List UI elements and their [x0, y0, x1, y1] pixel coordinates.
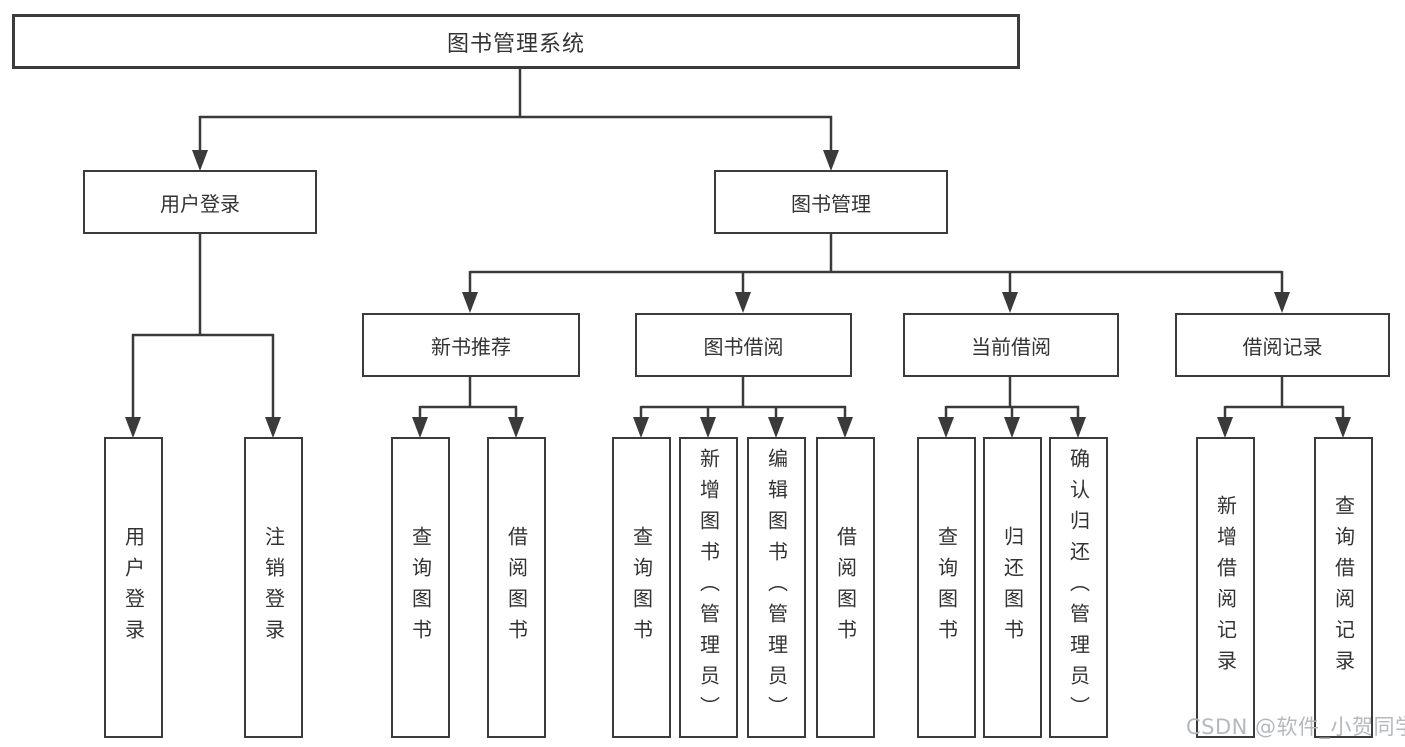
- connector-login-to-leaves: [131, 234, 275, 419]
- node-book-management: 图书管理: [714, 170, 948, 234]
- leaf-edit-books-admin: 编辑图书（管理员）: [747, 437, 806, 738]
- leaf-query-books: 查询图书: [391, 437, 450, 738]
- arrowhead: [633, 417, 649, 438]
- arrowhead: [265, 417, 281, 438]
- connector-record-to-leaves: [1223, 377, 1345, 419]
- leaf-query-books: 查询图书: [612, 437, 671, 738]
- connector-current-to-leaves: [944, 377, 1080, 419]
- node-label: 图书管理系统: [446, 31, 585, 57]
- node-label: 借阅图书: [833, 525, 858, 650]
- node-current-borrowing: 当前借阅: [903, 313, 1119, 377]
- arrowhead: [1274, 292, 1290, 313]
- leaf-add-borrow-record: 新增借阅记录: [1196, 437, 1255, 738]
- arrowhead: [700, 417, 716, 438]
- arrowhead: [837, 417, 853, 438]
- arrowhead: [1335, 417, 1351, 438]
- arrowhead: [768, 417, 784, 438]
- node-label: 借阅记录: [1242, 334, 1323, 359]
- arrowhead: [938, 417, 954, 438]
- node-label: 图书借阅: [703, 334, 784, 359]
- arrowhead: [125, 417, 141, 438]
- node-borrowing-records: 借阅记录: [1175, 313, 1390, 377]
- node-book-borrowing: 图书借阅: [635, 313, 852, 377]
- arrowhead: [735, 292, 751, 313]
- node-label: 图书管理: [791, 191, 871, 216]
- leaf-borrow-books: 借阅图书: [487, 437, 546, 738]
- node-label: 借阅图书: [504, 525, 529, 650]
- node-label: 新书推荐: [431, 334, 511, 359]
- node-label: 注销登录: [261, 525, 286, 650]
- arrowhead: [1070, 417, 1086, 438]
- node-label: 新增图书（管理员）: [696, 448, 721, 727]
- arrowhead: [1217, 417, 1233, 438]
- node-label: 当前借阅: [971, 334, 1051, 359]
- node-label: 编辑图书（管理员）: [764, 448, 789, 727]
- node-label: 用户登录: [160, 191, 240, 216]
- arrowhead: [412, 417, 428, 438]
- node-label: 归还图书: [1000, 525, 1025, 650]
- node-label: 确认归还（管理员）: [1066, 448, 1091, 727]
- arrowhead: [1002, 292, 1018, 313]
- node-new-book-recommend: 新书推荐: [362, 313, 580, 377]
- leaf-add-books-admin: 新增图书（管理员）: [679, 437, 738, 738]
- connector-root-to-level2: [198, 69, 833, 152]
- connector-borrow-to-leaves: [639, 377, 847, 419]
- leaf-return-books: 归还图书: [983, 437, 1042, 738]
- arrowhead: [192, 150, 208, 171]
- arrowhead: [462, 292, 478, 313]
- arrowhead: [1004, 417, 1020, 438]
- leaf-user-login: 用户登录: [104, 437, 163, 738]
- connector-mgmt-to-level3: [468, 234, 1284, 294]
- node-label: 用户登录: [121, 525, 146, 650]
- node-label: 查询图书: [934, 525, 959, 650]
- leaf-borrow-books: 借阅图书: [816, 437, 875, 738]
- node-label: 查询借阅记录: [1331, 494, 1356, 681]
- node-user-login: 用户登录: [83, 170, 317, 234]
- leaf-query-borrow-record: 查询借阅记录: [1314, 437, 1373, 738]
- leaf-query-books: 查询图书: [917, 437, 976, 738]
- connector-newbook-to-leaves: [418, 377, 518, 419]
- arrowhead: [823, 150, 839, 171]
- leaf-logout: 注销登录: [244, 437, 303, 738]
- csdn-watermark: CSDN @软件_小贺同学: [1186, 715, 1405, 739]
- node-label: 新增借阅记录: [1213, 494, 1238, 681]
- node-label: 查询图书: [629, 525, 654, 650]
- node-label: 查询图书: [408, 525, 433, 650]
- leaf-confirm-return-admin: 确认归还（管理员）: [1049, 437, 1108, 738]
- node-root-system: 图书管理系统: [12, 14, 1020, 69]
- arrowhead: [508, 417, 524, 438]
